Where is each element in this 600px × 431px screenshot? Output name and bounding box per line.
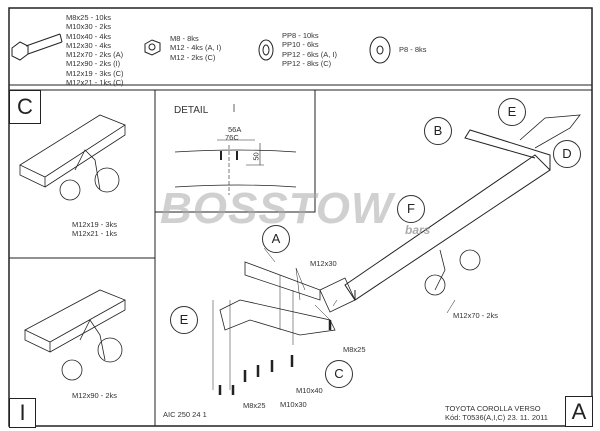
spring-washer-icon [258,39,274,61]
label-m10x30: M10x30 [280,400,307,409]
bolt-item: M12x21 - 1ks (C) [66,78,124,88]
bolt-item: M12x90 - 2ks (I) [66,59,121,69]
panel-c-label: C [9,90,41,124]
bolt-item: M12x19 - 3ks (C) [66,68,124,78]
watermark-text: BOSSTOW [160,184,394,233]
panel-i-label: I [9,398,36,428]
bolt-item: M10x40 - 4ks [66,31,112,41]
callout-m12x19: M12x19 - 3ks [72,220,118,229]
drawing-code-date: Kód: T0536(A,I,C) 23. 11. 2011 [445,413,548,422]
dimension-50: 50 [251,152,261,161]
callout-m12x90: M12x90 - 2ks [72,391,118,400]
bolt-list: M8x25 - 10ks M10x30 - 2ks M10x40 - 4ks M… [66,13,124,87]
bolt-icon [11,33,63,61]
callout-circle-c: C [325,360,353,388]
drawing-number: AIC 250 24 1 [163,410,207,419]
callout-m12x21: M12x21 - 1ks [72,229,118,238]
label-m12x30: M12x30 [310,259,337,268]
detail-title: DETAIL [174,105,209,116]
label-m8x25-right: M8x25 [343,345,366,354]
callout-circle-e-lower: E [170,306,198,334]
nut-list: M8 - 8ks M12 - 4ks (A, I) M12 - 2ks (C) [170,34,221,62]
bolt-item: M12x30 - 4ks [66,40,112,50]
watermark-sub: bars [405,223,431,237]
washer-item: PP10 - 6ks [282,40,319,50]
callout-circle-a: A [262,225,290,253]
label-m12x70: M12x70 - 2ks [453,311,499,320]
nut-icon [144,39,161,56]
nut-item: M12 - 2ks (C) [170,52,216,62]
bolt-item: M8x25 - 10ks [66,13,112,22]
washer-item: PP12 - 8ks (C) [282,58,332,68]
callout-circle-d: D [553,140,581,168]
washer-item: PP12 - 6ks (A, I) [282,49,338,59]
label-m10x40: M10x40 [296,386,323,395]
dimension-76c: 76C [225,133,239,142]
label-m8x25-bottom: M8x25 [243,401,266,410]
nut-item: M8 - 8ks [170,34,199,43]
vehicle-name: TOYOTA COROLLA VERSO [445,404,541,413]
variant-label: A [565,396,593,427]
bosstow-watermark: BOSSTOW [160,184,394,234]
callout-circle-b: B [424,117,452,145]
nut-item: M12 - 4ks (A, I) [170,43,222,53]
callout-circle-e: E [498,98,526,126]
flat-washer-item: P8 - 8ks [399,45,427,54]
callout-circle-f: F [397,195,425,223]
washer-item: PP8 - 10ks [282,31,319,40]
spring-washer-list: PP8 - 10ks PP10 - 6ks PP12 - 6ks (A, I) … [282,31,337,68]
dimension-56a: 56A [228,125,242,134]
bolt-item: M10x30 - 2ks [66,22,112,32]
flat-washer-icon [369,36,391,64]
bolt-item: M12x70 - 2ks (A) [66,50,124,60]
